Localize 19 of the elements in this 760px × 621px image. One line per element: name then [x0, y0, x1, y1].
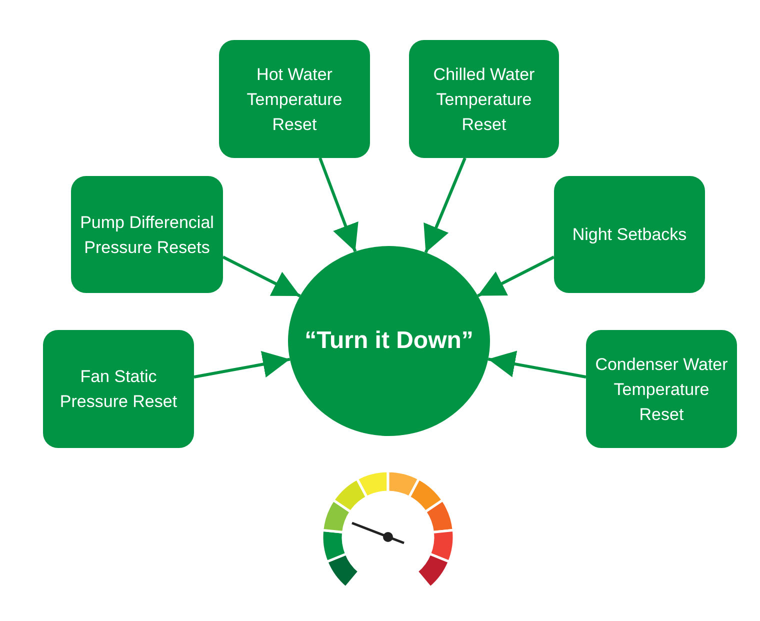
strategy-label: Chilled Water Temperature Reset	[432, 64, 536, 136]
strategy-box	[586, 330, 737, 448]
arrow	[318, 157, 358, 252]
strategy-box	[71, 176, 223, 293]
arrow	[477, 256, 555, 298]
strategy-label: Fan Static Pressure Reset	[58, 366, 178, 413]
strategy-box	[219, 40, 370, 158]
strategy-box	[43, 330, 194, 448]
arrow	[194, 350, 290, 378]
strategy-label: Condenser Water Temperature Reset	[594, 354, 729, 426]
strategy-label: Pump Differencial Pressure Resets	[79, 212, 215, 258]
arrow	[488, 350, 586, 378]
strategy-label: Hot Water Temperature Reset	[246, 64, 344, 136]
strategy-label: Night Setbacks	[572, 224, 687, 246]
strategy-box	[554, 176, 705, 293]
arrow	[222, 256, 301, 298]
arrow	[424, 157, 466, 254]
goal-label: “Turn it Down”	[304, 327, 474, 355]
strategy-box	[409, 40, 559, 158]
